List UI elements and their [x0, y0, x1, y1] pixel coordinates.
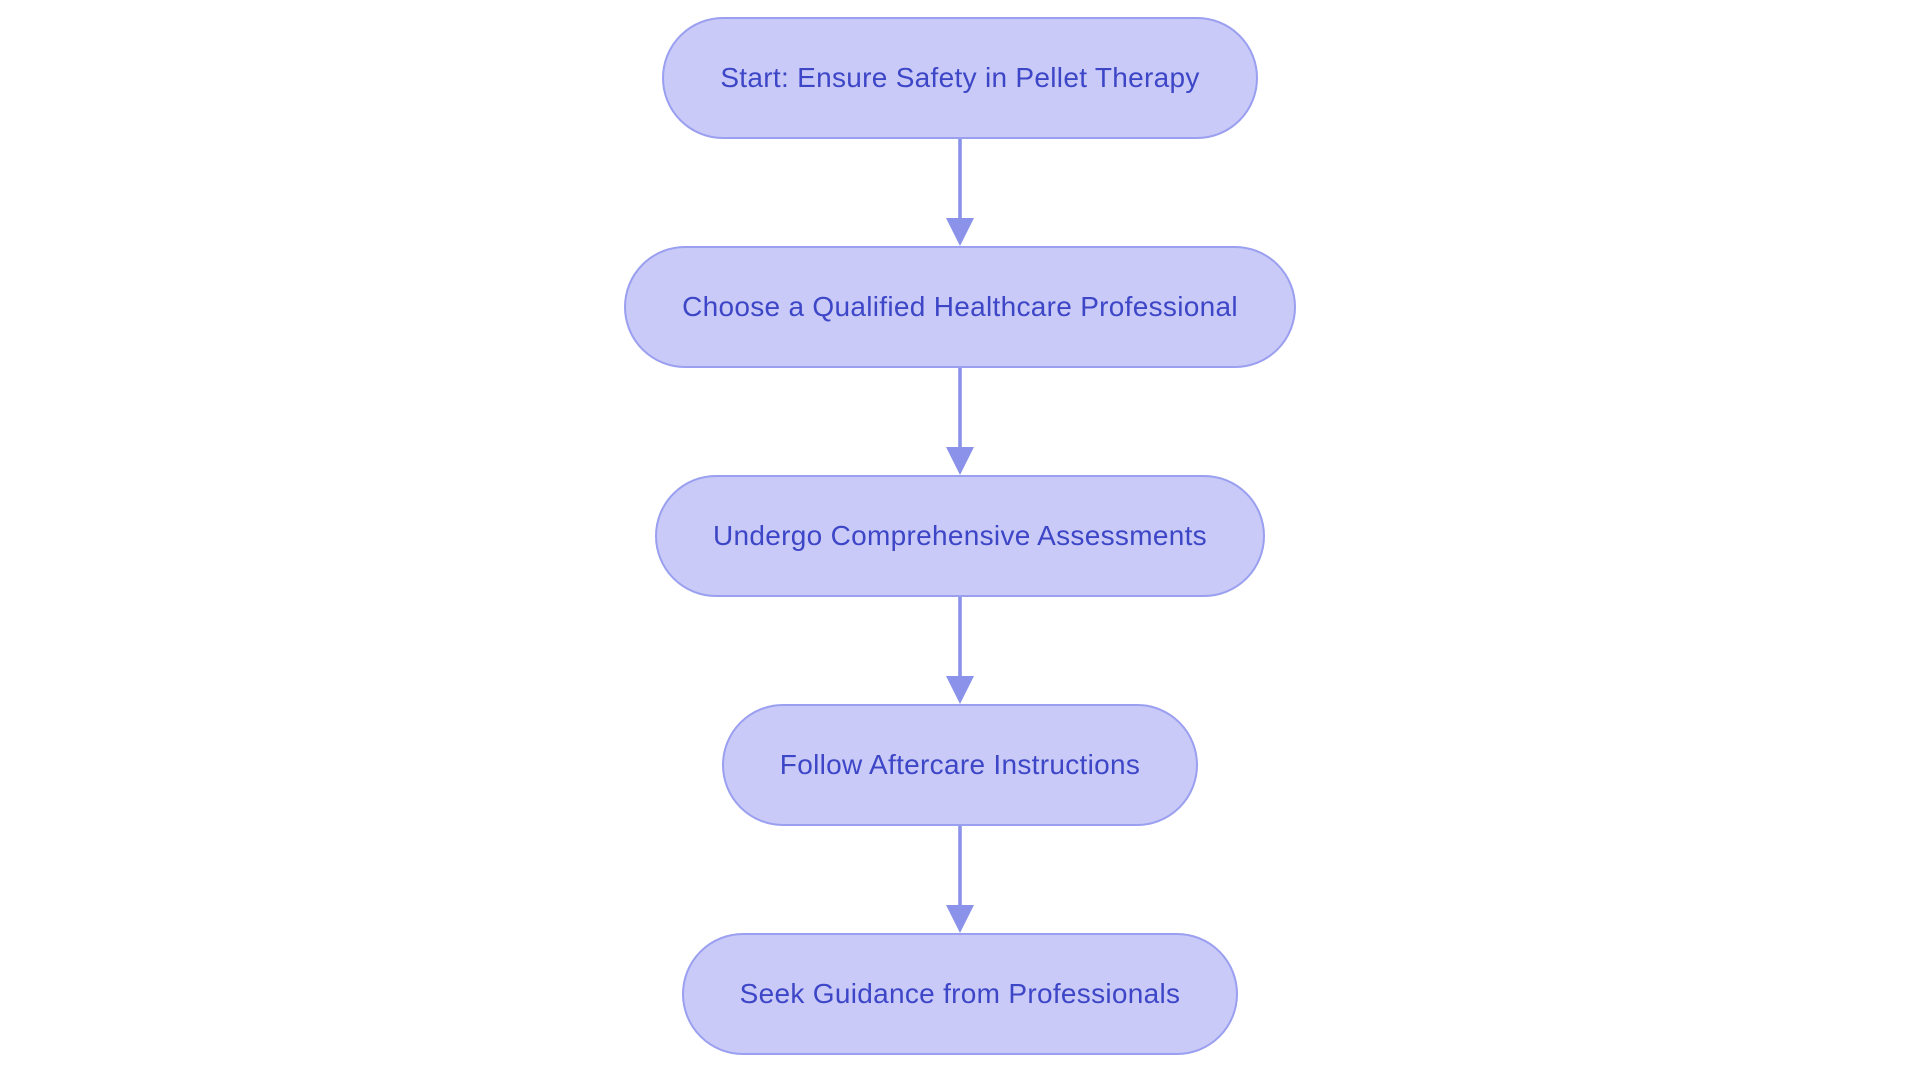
node-label: Undergo Comprehensive Assessments [713, 520, 1207, 551]
flow-arrow-down [946, 368, 974, 475]
node-label: Start: Ensure Safety in Pellet Therapy [720, 62, 1200, 93]
flowchart-node-guidance: Seek Guidance from Professionals [681, 933, 1239, 1055]
node-label: Follow Aftercare Instructions [779, 749, 1141, 780]
flowchart-node-start: Start: Ensure Safety in Pellet Therapy [662, 17, 1258, 139]
flowchart-node-choose-professional: Choose a Qualified Healthcare Profession… [624, 246, 1296, 368]
node-label: Seek Guidance from Professionals [739, 978, 1181, 1009]
flowchart-node-aftercare: Follow Aftercare Instructions [721, 704, 1199, 826]
flow-arrow-down [946, 139, 974, 246]
flowchart-node-assessments: Undergo Comprehensive Assessments [655, 475, 1265, 597]
flow-arrow-down [946, 826, 974, 933]
flow-arrow-down [946, 597, 974, 704]
node-label: Choose a Qualified Healthcare Profession… [682, 291, 1238, 322]
